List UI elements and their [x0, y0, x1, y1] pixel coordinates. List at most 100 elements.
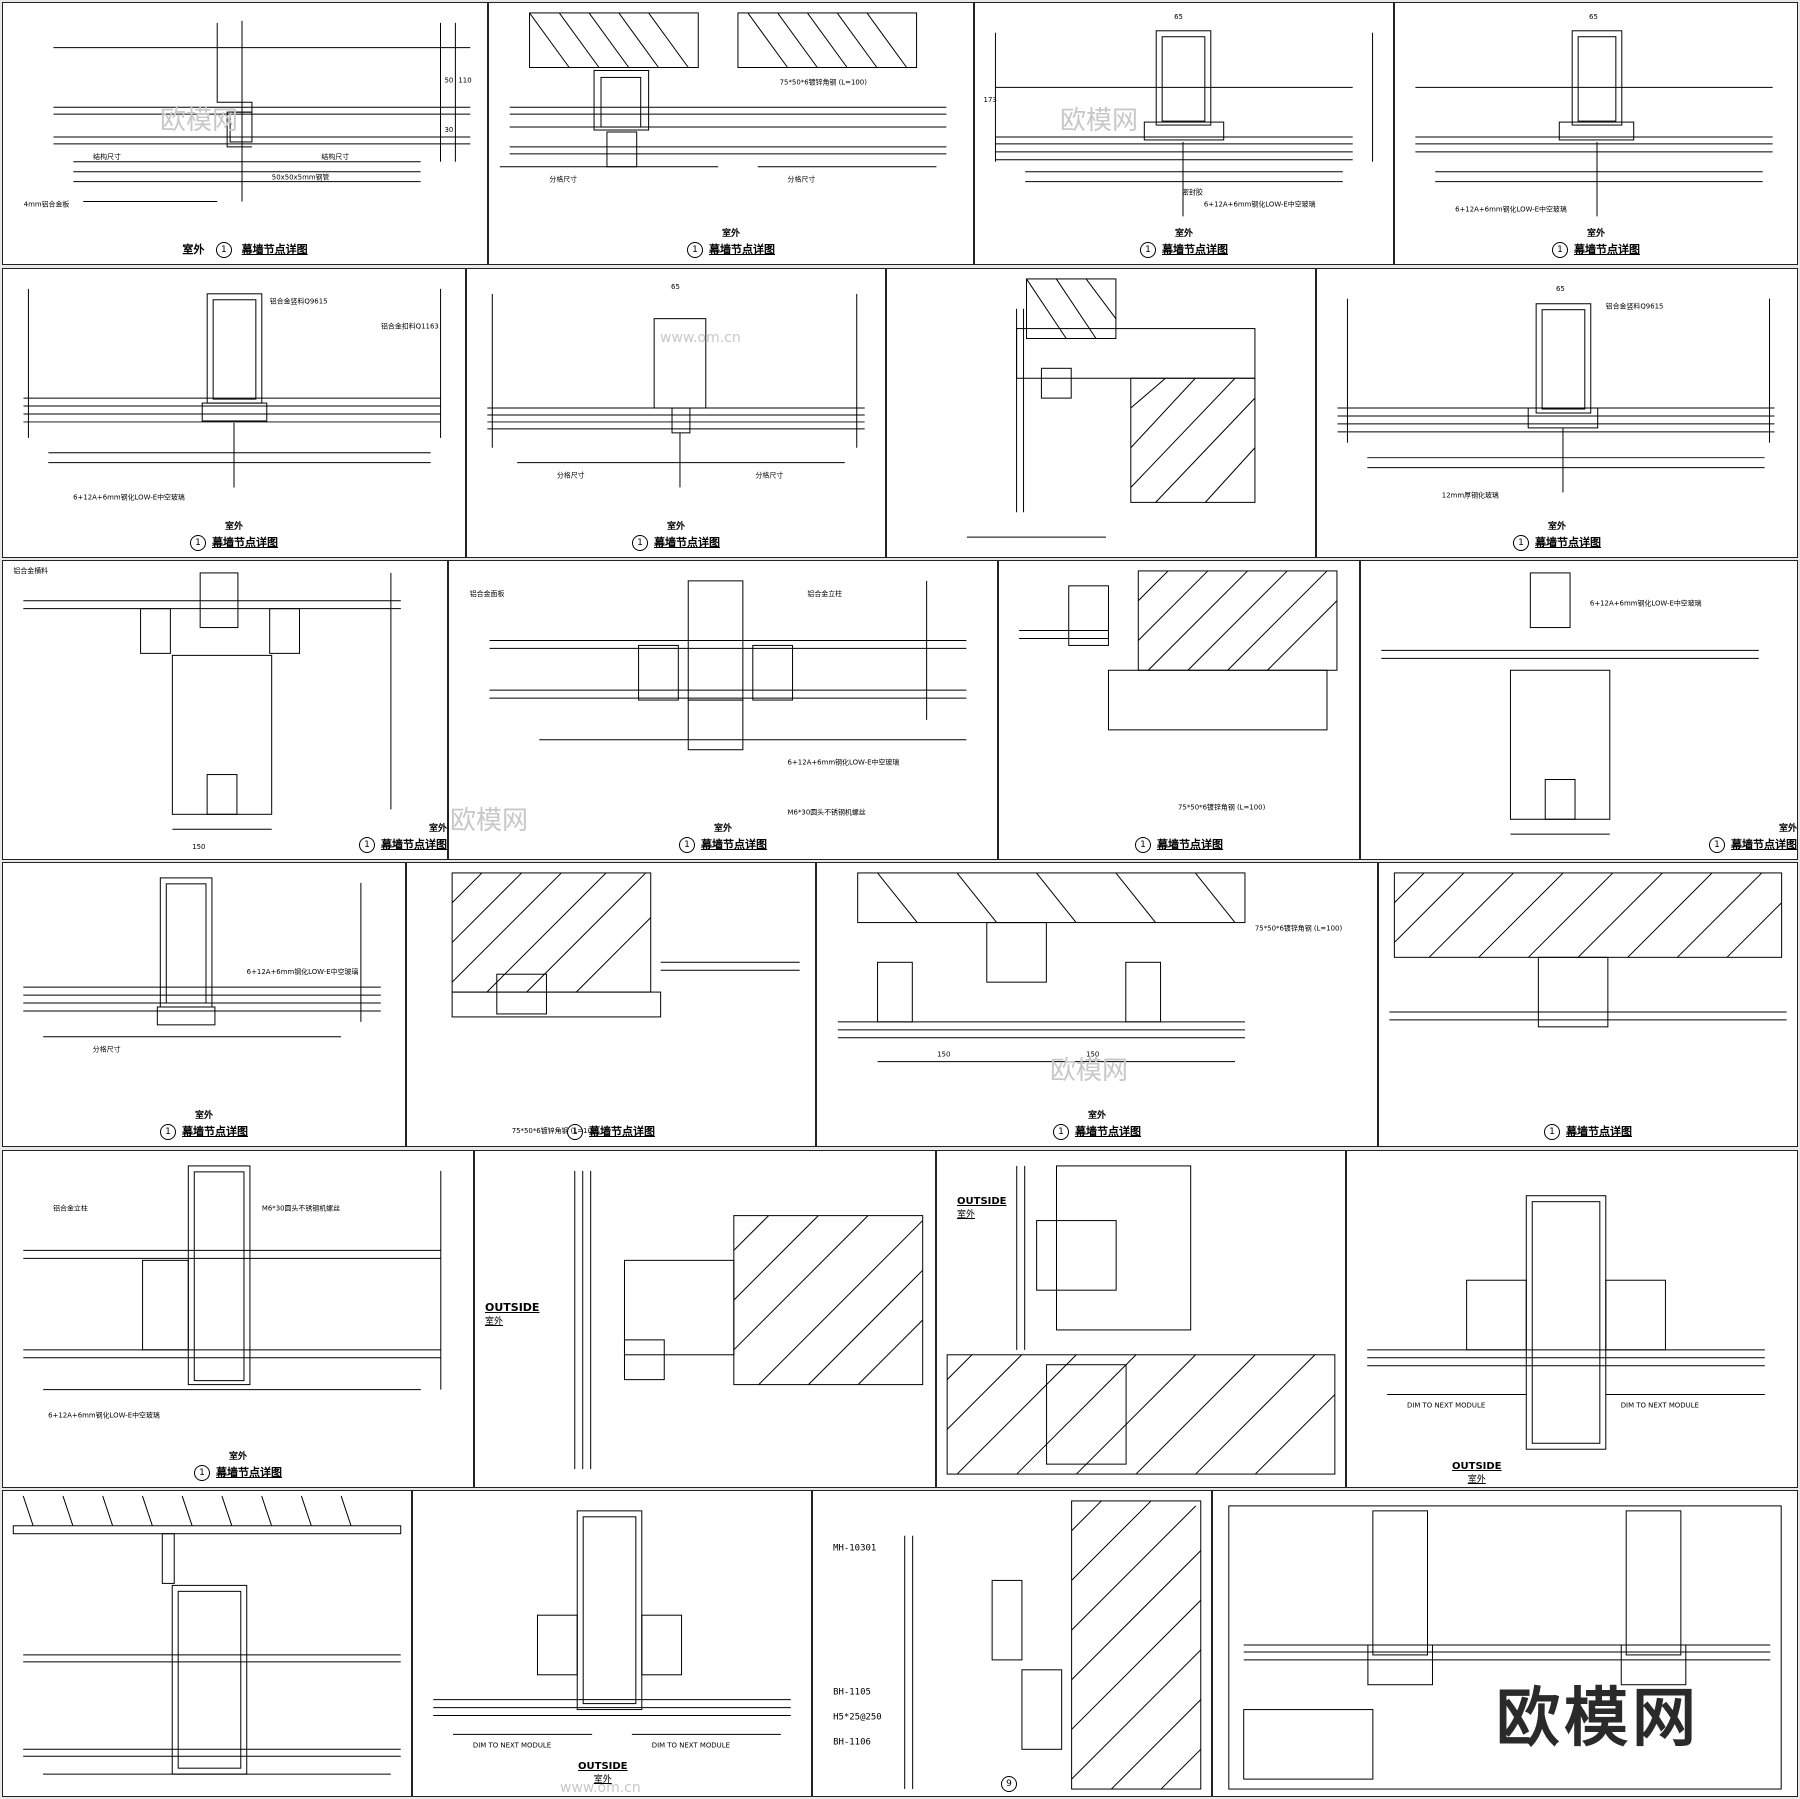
outside-label: OUTSIDE 室外 — [578, 1761, 628, 1785]
detail-title: 幕墙节点详图 — [589, 1125, 655, 1138]
detail-panel-r6c2: DIM TO NEXT MODULE DIM TO NEXT MODULE OU… — [412, 1490, 812, 1797]
detail-drawing: DIM TO NEXT MODULE DIM TO NEXT MODULE — [1367, 1195, 1765, 1450]
detail-caption: 室外 1 幕墙节点详图 — [467, 519, 885, 551]
steel-angle-note: 75*50*6镀锌角钢 (L=100) — [1178, 802, 1266, 811]
room-side-label: 室外 — [666, 522, 685, 532]
alu-column-note: 铝合金立柱 — [807, 589, 842, 598]
room-side-label: 室外 — [428, 824, 447, 834]
room-side-label: 室外 — [1778, 824, 1797, 834]
to-next-module-note: DIM TO NEXT MODULE — [1621, 1401, 1699, 1409]
detail-number: 1 — [194, 1465, 210, 1481]
detail-number: 9 — [1001, 1776, 1017, 1792]
detail-caption: 1 幕墙节点详图 — [407, 1123, 815, 1140]
svg-text:结构尺寸: 结构尺寸 — [321, 152, 349, 161]
mh-note: MH-10301 — [833, 1544, 876, 1554]
detail-number: 1 — [567, 1124, 583, 1140]
detail-panel-r2c1: 铝合金竖料Q9615 铝合金扣料Q1163 6+12A+6mm钢化LOW-E中空… — [2, 268, 466, 558]
outside-cn: 室外 — [485, 1317, 504, 1327]
detail-drawing — [574, 1170, 924, 1470]
detail-title: 幕墙节点详图 — [1075, 1125, 1141, 1138]
outside-label: OUTSIDE 室外 — [485, 1301, 539, 1327]
outside-cn: 室外 — [1467, 1475, 1486, 1485]
to-next-module-note: DIM TO NEXT MODULE — [1407, 1401, 1485, 1409]
detail-panel-r6c1 — [2, 1490, 412, 1797]
room-side-label: 室外 — [713, 824, 732, 834]
detail-number: 1 — [1053, 1124, 1069, 1140]
detail-number: 1 — [160, 1124, 176, 1140]
svg-text:铝合金竖料Q9615: 铝合金竖料Q9615 — [270, 297, 328, 306]
detail-panel-r6c4 — [1212, 1490, 1798, 1797]
dim-65: 65 — [1589, 13, 1598, 21]
dim-150: 150 — [192, 843, 205, 851]
detail-drawing: 6+12A+6mm钢化LOW-E中空玻璃 — [1381, 572, 1759, 835]
detail-caption: 室外 1 幕墙节点详图 — [3, 241, 487, 258]
glass-spec-note: 6+12A+6mm钢化LOW-E中空玻璃 — [1204, 199, 1316, 208]
detail-panel-r5c2: OUTSIDE 室外 — [474, 1150, 936, 1488]
detail-panel-r2c3 — [886, 268, 1316, 558]
detail-drawing: 65 173 6+12A+6mm钢化LOW-E中空玻璃 密封胶 — [984, 13, 1374, 217]
dim-65: 65 — [1174, 13, 1183, 21]
detail-title: 幕墙节点详图 — [1566, 1125, 1632, 1138]
detail-caption: 9 — [813, 1776, 1211, 1792]
detail-drawing: 75*50*6镀锌角钢 (L=100) 分格尺寸分格尺寸 — [499, 12, 947, 184]
detail-drawing: MH-10301 BH-1105 H5*25@250 BH-1106 — [833, 1500, 1202, 1790]
detail-drawing: 65 6+12A+6mm钢化LOW-E中空玻璃 — [1415, 13, 1773, 217]
svg-text:结构尺寸: 结构尺寸 — [93, 152, 121, 161]
glass-spec-note: 6+12A+6mm钢化LOW-E中空玻璃 — [1455, 204, 1567, 213]
bolt-note: M6*30圆头不锈钢机螺丝 — [262, 1204, 340, 1213]
room-side-label: 室外 — [182, 243, 205, 256]
dim-65: 65 — [1556, 285, 1565, 293]
detail-title: 幕墙节点详图 — [381, 838, 447, 851]
detail-number: 1 — [215, 242, 232, 258]
dim-150: 150 — [937, 1051, 950, 1059]
detail-drawing — [12, 1495, 402, 1775]
to-next-module-note: DIM TO NEXT MODULE — [652, 1741, 730, 1749]
detail-panel-r5c4: DIM TO NEXT MODULE DIM TO NEXT MODULE OU… — [1346, 1150, 1798, 1488]
division-note: 分格尺寸 — [93, 1045, 121, 1054]
outside-en: OUTSIDE — [578, 1761, 628, 1772]
detail-drawing: 铝合金横料 150 — [13, 566, 401, 851]
outside-label: OUTSIDE 室外 — [1452, 1461, 1502, 1485]
detail-number: 1 — [359, 837, 375, 853]
detail-title: 幕墙节点详图 — [654, 536, 720, 549]
outside-label: OUTSIDE 室外 — [957, 1196, 1007, 1220]
detail-panel-r3c1: 铝合金横料 150 室外 1 幕墙节点详图 — [2, 560, 448, 860]
svg-text:4mm铝合金板: 4mm铝合金板 — [24, 199, 70, 208]
svg-text:12mm厚钢化玻璃: 12mm厚钢化玻璃 — [1442, 490, 1499, 499]
detail-drawing: 6+12A+6mm钢化LOW-E中空玻璃 M6*30圆头不锈钢机螺丝 铝合金面板… — [470, 580, 967, 816]
detail-number: 1 — [632, 535, 648, 551]
detail-title: 幕墙节点详图 — [1535, 536, 1601, 549]
glass-spec-note: 6+12A+6mm钢化LOW-E中空玻璃 — [247, 967, 359, 976]
detail-caption: 室外 1 幕墙节点详图 — [3, 821, 447, 853]
to-next-module-note: DIM TO NEXT MODULE — [473, 1741, 551, 1749]
outside-en: OUTSIDE — [1452, 1461, 1502, 1472]
svg-text:铝合金竖料Q9615: 铝合金竖料Q9615 — [1606, 302, 1664, 311]
glass-spec-note: 6+12A+6mm钢化LOW-E中空玻璃 — [48, 1410, 160, 1419]
detail-panel-r5c3: OUTSIDE 室外 — [936, 1150, 1346, 1488]
detail-number: 1 — [190, 535, 206, 551]
alu-beam-note: 铝合金横料 — [13, 566, 48, 575]
detail-title: 幕墙节点详图 — [1731, 838, 1797, 851]
alu-column-note: 铝合金立柱 — [53, 1204, 88, 1213]
svg-text:分格尺寸: 分格尺寸 — [557, 471, 585, 480]
